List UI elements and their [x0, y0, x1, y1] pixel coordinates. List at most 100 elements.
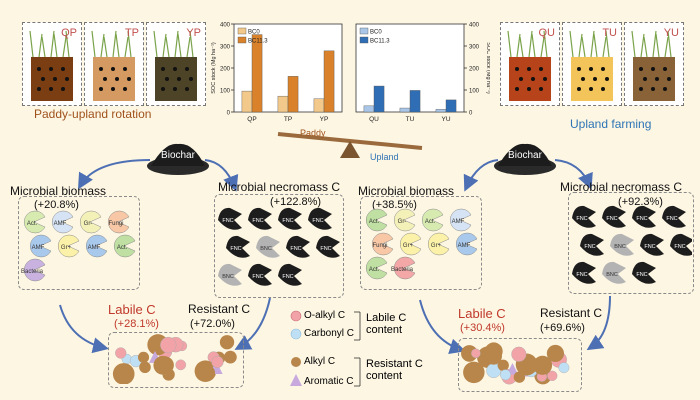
legend-label: BC0	[248, 30, 260, 36]
necromass-fnc: FNC	[248, 207, 272, 230]
arrow-biochar-to-biomass-left	[77, 159, 151, 190]
left-biomass-box	[18, 196, 140, 290]
svg-text:BNC: BNC	[260, 246, 272, 252]
arrow-necromass-to-soc-left	[234, 297, 271, 350]
svg-text:Act.: Act.	[27, 221, 38, 227]
svg-text:FNC: FNC	[674, 244, 685, 250]
svg-text:FNC: FNC	[606, 216, 617, 222]
carbonyl-particle	[558, 362, 570, 374]
resistant-content-label: Resistant C content	[366, 358, 423, 382]
svg-text:FNC: FNC	[576, 216, 587, 222]
microbe-gr: Gr+	[427, 232, 450, 256]
arrow-biochar-to-biomass-right	[463, 159, 499, 192]
left-biomass-title: Microbial biomass	[10, 184, 107, 198]
svg-text:FNC: FNC	[282, 274, 293, 280]
svg-text:FNC: FNC	[576, 272, 587, 278]
microbe-fungi: Fungi	[107, 210, 130, 234]
svg-text:Act.: Act.	[369, 267, 380, 273]
necromass-fnc: FNC	[640, 233, 664, 256]
alkyl-particle	[201, 365, 216, 380]
o-alkyl-particle	[471, 348, 481, 359]
aromatic-swatch	[290, 374, 302, 386]
legend-swatch	[237, 36, 247, 44]
biochar-label-left: Biochar	[161, 150, 196, 161]
svg-text:Fungi: Fungi	[108, 221, 123, 227]
left-necromass-box	[214, 194, 344, 298]
y-axis-label: SOC stock (Mg ha⁻¹)	[485, 42, 490, 94]
x-tick-label: TP	[284, 116, 292, 123]
svg-text:FNC: FNC	[666, 216, 677, 222]
o-alkyl-particle	[160, 336, 177, 354]
necromass-fnc: FNC	[248, 263, 272, 286]
microbe-amf: AMF	[449, 208, 472, 232]
svg-text:FNC: FNC	[252, 274, 263, 280]
svg-text:FNC: FNC	[252, 218, 263, 224]
y-tick-label: 300	[469, 45, 480, 51]
svg-text:FNC: FNC	[282, 218, 293, 224]
o-alkyl-particle	[175, 359, 187, 371]
svg-text:Act.: Act.	[117, 245, 128, 251]
right-resistant-title: Resistant C	[540, 306, 603, 320]
alkyl-swatch	[291, 357, 301, 367]
microbe-act: Act.	[113, 234, 136, 258]
x-tick-label: QP	[247, 116, 256, 123]
svg-text:FNC: FNC	[644, 244, 655, 250]
y-tick-label: 400	[469, 23, 480, 29]
svg-text:AMF: AMF	[458, 243, 471, 249]
o-alkyl-particle	[211, 355, 224, 369]
necromass-fnc: FNC	[218, 207, 242, 230]
pot-label: YP	[186, 27, 201, 39]
alkyl-particle	[223, 350, 237, 364]
rotation-title: Paddy-upland rotation	[34, 107, 152, 121]
seesaw: Paddy Upland	[277, 128, 423, 162]
alkyl-particle	[463, 361, 485, 384]
arrow-biochar-to-necromass-right	[554, 159, 593, 190]
svg-text:BNC: BNC	[614, 244, 626, 250]
left-labile-title: Labile C	[108, 302, 156, 317]
legend-swatch	[359, 36, 369, 44]
y-axis-label: SOC stock (Mg ha⁻¹)	[211, 42, 217, 94]
necromass-fnc: FNC	[632, 205, 656, 228]
bar-bc113-qp	[251, 34, 263, 113]
carbonyl-label: Carbonyl C	[304, 328, 355, 339]
bar-bc113-yu	[445, 99, 457, 113]
necromass-bnc: BNC	[610, 233, 634, 256]
x-tick-label: YU	[441, 116, 450, 123]
y-tick-label: 200	[220, 67, 231, 73]
svg-text:FNC: FNC	[222, 218, 233, 224]
pot-label: TU	[602, 27, 617, 39]
necromass-fnc: FNC	[278, 207, 302, 230]
microbe-amf: AMF	[51, 210, 74, 234]
upland-pot-tu: TU	[562, 22, 622, 106]
svg-text:Fungi: Fungi	[372, 243, 387, 249]
microbe-act: Act.	[23, 210, 46, 234]
left-soc-box	[108, 332, 244, 388]
right-soc-box	[458, 338, 582, 392]
svg-text:Bacteria: Bacteria	[391, 267, 414, 273]
necromass-fnc: FNC	[662, 205, 686, 228]
arrow-biomass-to-soc-right	[419, 299, 466, 355]
svg-text:BNC: BNC	[606, 272, 618, 278]
carbonyl-particle	[500, 369, 511, 381]
upland-pot-yu: YU	[624, 22, 684, 106]
microbe-amf: AMF	[85, 234, 108, 258]
svg-text:Gr+: Gr+	[403, 243, 414, 249]
svg-text:AMF: AMF	[54, 221, 67, 227]
microbe-gr: Gr-	[393, 208, 416, 232]
y-tick-label: 0	[469, 111, 473, 117]
microbe-gr: Gr-	[79, 210, 102, 234]
microbe-gr: Gr+	[399, 232, 422, 256]
left-labile-pct: (+28.1%)	[114, 318, 159, 330]
necromass-fnc: FNC	[308, 207, 332, 230]
microbe-amf: AMF	[29, 234, 52, 258]
alkyl-particle	[139, 361, 151, 374]
legend-swatch	[237, 27, 247, 35]
y-tick-label: 100	[469, 89, 480, 95]
necromass-fnc: FNC	[286, 235, 310, 258]
o-alkyl-particle	[115, 347, 127, 359]
legend-swatch	[359, 27, 369, 35]
upland-pot-qu: QU	[500, 22, 560, 106]
svg-text:Gr-: Gr-	[84, 221, 93, 227]
